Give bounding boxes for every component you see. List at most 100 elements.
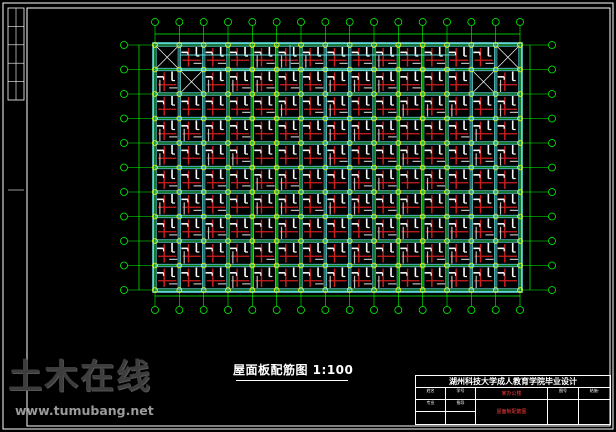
column-node: [346, 91, 353, 97]
column-node: [371, 238, 377, 244]
column-node: [517, 66, 523, 73]
column-node: [322, 189, 329, 195]
column-node: [322, 66, 329, 73]
column-node: [200, 213, 207, 220]
axis-bubble: [548, 139, 556, 147]
opening-cross: [473, 71, 494, 93]
column-node: [176, 91, 183, 97]
axis-bubble: [120, 114, 128, 123]
column-node: [225, 115, 231, 122]
axis-bubble: [120, 139, 128, 147]
column-node: [492, 115, 499, 122]
column-node: [492, 66, 499, 73]
column-node: [492, 140, 499, 146]
title-block-cell: [579, 400, 610, 424]
title-block-cell: 图号: [548, 388, 579, 400]
axis-bubble: [321, 18, 330, 26]
axis-bubble: [491, 306, 500, 314]
column-node: [468, 189, 475, 195]
axis-bubble: [272, 306, 281, 314]
column-node: [298, 189, 304, 195]
title-block-drawing-name: 屋面板配筋图: [476, 400, 548, 424]
column-node: [273, 140, 280, 146]
title-block-cell: [446, 412, 476, 424]
column-node: [298, 213, 304, 220]
column-node: [200, 287, 207, 293]
column-node: [152, 66, 158, 73]
column-node: [225, 262, 231, 269]
column-node: [395, 42, 402, 48]
column-node: [200, 164, 207, 171]
column-node: [249, 140, 256, 146]
column-node: [273, 42, 280, 48]
column-node: [517, 189, 523, 195]
column-node: [176, 189, 183, 195]
column-node: [298, 140, 304, 146]
column-node: [322, 262, 329, 269]
column-node: [419, 42, 426, 48]
axis-bubble: [248, 18, 257, 26]
column-node: [517, 164, 523, 171]
column-node: [468, 91, 475, 97]
column-node: [298, 115, 304, 122]
column-node: [249, 66, 256, 73]
title-block-cell: [548, 400, 579, 424]
column-node: [176, 164, 183, 171]
column-node: [517, 115, 523, 122]
column-node: [225, 189, 231, 195]
axis-bubble: [548, 41, 556, 49]
opening-cross: [156, 46, 178, 68]
column-node: [444, 287, 450, 293]
column-node: [346, 189, 353, 195]
column-node: [322, 238, 329, 244]
column-node: [492, 42, 499, 48]
column-node: [419, 287, 426, 293]
column-node: [492, 213, 499, 220]
column-node: [371, 91, 377, 97]
column-node: [419, 262, 426, 269]
column-node: [468, 66, 475, 73]
column-node: [152, 213, 158, 220]
column-node: [371, 189, 377, 195]
plan-title-underline: [236, 380, 348, 381]
column-node: [371, 115, 377, 122]
column-node: [176, 42, 183, 48]
column-node: [492, 287, 499, 293]
column-node: [298, 287, 304, 293]
column-node: [200, 91, 207, 97]
column-node: [468, 287, 475, 293]
column-node: [468, 164, 475, 171]
axis-bubble: [175, 306, 184, 314]
watermark-logo: 土木在线: [8, 357, 152, 397]
column-node: [371, 262, 377, 269]
column-node: [225, 164, 231, 171]
column-node: [517, 91, 523, 97]
column-node: [517, 213, 523, 220]
axis-bubble: [175, 18, 184, 26]
column-node: [249, 164, 256, 171]
opening-cross: [181, 71, 202, 93]
column-node: [176, 115, 183, 122]
axis-bubble: [516, 18, 524, 26]
axis-bubble: [120, 41, 128, 49]
axis-bubble: [199, 306, 208, 314]
column-node: [225, 66, 231, 73]
axis-bubble: [321, 306, 330, 314]
column-node: [468, 238, 475, 244]
column-node: [371, 213, 377, 220]
title-block-cell: 指导: [446, 400, 476, 412]
column-node: [249, 42, 256, 48]
column-node: [346, 115, 353, 122]
column-node: [346, 164, 353, 171]
column-node: [419, 115, 426, 122]
column-node: [273, 262, 280, 269]
column-node: [395, 262, 402, 269]
column-node: [346, 213, 353, 220]
column-node: [395, 189, 402, 195]
column-node: [492, 238, 499, 244]
column-node: [176, 140, 183, 146]
column-node: [419, 164, 426, 171]
column-node: [322, 213, 329, 220]
axis-bubble: [345, 306, 354, 314]
column-node: [444, 91, 450, 97]
